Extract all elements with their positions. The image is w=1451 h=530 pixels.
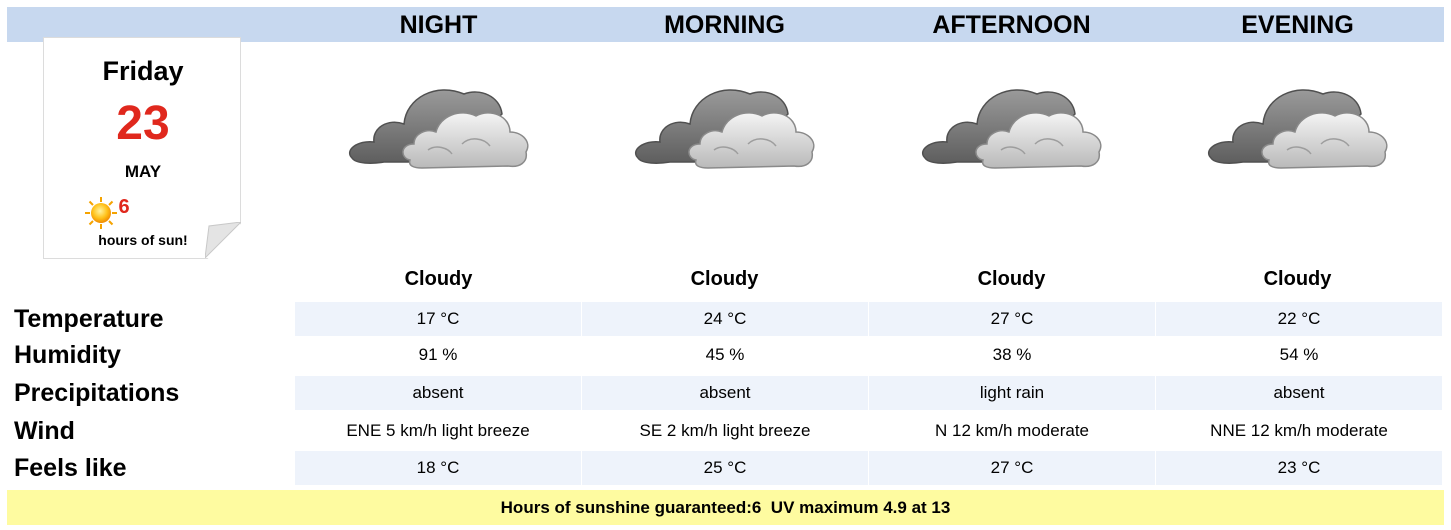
feels-like-evening: 23 °C xyxy=(1156,451,1442,485)
month-label: MAY xyxy=(124,162,162,181)
condition-afternoon: Cloudy xyxy=(977,268,1046,290)
feels-like-afternoon: 27 °C xyxy=(869,451,1155,485)
wind-morning: SE 2 km/h light breeze xyxy=(639,421,811,440)
period-header-band xyxy=(7,7,1444,42)
humidity-afternoon: 38 % xyxy=(992,345,1032,364)
precipitations-morning: absent xyxy=(582,376,868,410)
precipitations-evening: absent xyxy=(1156,376,1442,410)
condition-morning: Cloudy xyxy=(690,268,759,290)
precipitations-afternoon: light rain xyxy=(869,376,1155,410)
sun-hours-value: 6 xyxy=(118,196,130,218)
period-heading-night: NIGHT xyxy=(399,11,478,39)
sun-hours-label: hours of sun! xyxy=(98,232,188,248)
humidity-morning: 45 % xyxy=(705,345,745,364)
row-label-wind: Wind xyxy=(14,417,75,445)
temperature-afternoon: 27 °C xyxy=(869,302,1155,336)
day-number: 23 xyxy=(116,97,170,150)
date-card xyxy=(43,37,241,259)
feels-like-night: 18 °C xyxy=(295,451,581,485)
temperature-morning: 24 °C xyxy=(582,302,868,336)
row-label-feels-like: Feels like xyxy=(14,454,127,482)
condition-night: Cloudy xyxy=(404,268,473,290)
condition-evening: Cloudy xyxy=(1263,268,1332,290)
wind-afternoon: N 12 km/h moderate xyxy=(934,421,1089,440)
cloudy-icon xyxy=(921,89,1102,169)
temperature-night: 17 °C xyxy=(295,302,581,336)
wind-night: ENE 5 km/h light breeze xyxy=(346,421,530,440)
feels-like-morning: 25 °C xyxy=(582,451,868,485)
cloudy-icon xyxy=(1207,89,1388,169)
period-heading-evening: EVENING xyxy=(1241,11,1354,39)
row-label-precipitations: Precipitations xyxy=(14,379,180,407)
row-label-temperature: Temperature xyxy=(14,305,164,333)
humidity-night: 91 % xyxy=(418,345,458,364)
period-heading-afternoon: AFTERNOON xyxy=(932,11,1091,39)
sun-icon xyxy=(85,197,117,229)
cloudy-icon xyxy=(348,89,529,169)
page-fold-corner xyxy=(205,222,241,258)
sunshine-uv-summary: Hours of sunshine guaranteed:6 UV maximu… xyxy=(7,490,1444,525)
period-heading-morning: MORNING xyxy=(664,11,785,39)
day-name: Friday xyxy=(102,56,184,86)
temperature-evening: 22 °C xyxy=(1156,302,1442,336)
cloudy-icon xyxy=(634,89,815,169)
row-label-humidity: Humidity xyxy=(14,341,121,369)
wind-evening: NNE 12 km/h moderate xyxy=(1210,421,1388,440)
humidity-evening: 54 % xyxy=(1279,345,1319,364)
precipitations-night: absent xyxy=(295,376,581,410)
